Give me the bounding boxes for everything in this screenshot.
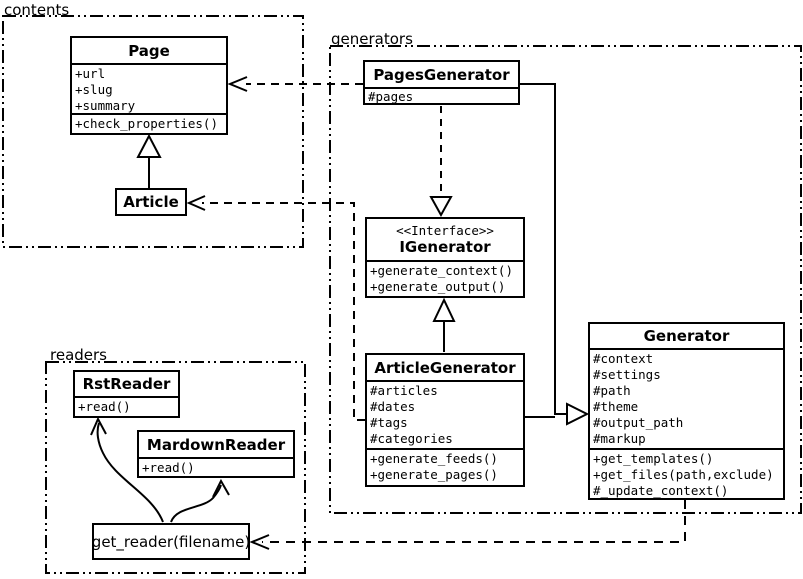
dependency-articlegenerator-article	[186, 195, 365, 421]
class-mardownreader: MardownReader +read()	[137, 430, 295, 478]
attribute-row: #theme	[593, 399, 639, 414]
attributes-compartment: #articles#dates#tags#categories	[367, 380, 523, 448]
function-box-get-reader: get_reader(filename)	[92, 523, 250, 560]
class-title: ArticleGenerator	[374, 358, 516, 377]
class-header: <<Interface>> IGenerator	[367, 219, 523, 260]
class-pagesgenerator: PagesGenerator #pages	[363, 60, 520, 105]
method-row: +read()	[78, 399, 131, 414]
class-title: RstReader	[82, 375, 171, 393]
package-generators-label: generators	[331, 30, 413, 48]
attribute-row: #articles	[370, 383, 438, 398]
package-contents-label: contents	[4, 1, 70, 19]
method-row: +check_properties()	[75, 116, 218, 131]
association-getreader-rstreader	[90, 416, 164, 523]
class-rstreader: RstReader +read()	[73, 370, 180, 418]
class-igenerator: <<Interface>> IGenerator +generate_conte…	[365, 217, 525, 298]
attribute-row: #tags	[370, 415, 408, 430]
attribute-row: +url	[75, 66, 106, 81]
class-article: Article	[115, 188, 187, 216]
class-title: MardownReader	[146, 435, 286, 454]
attribute-row: #context	[593, 351, 654, 366]
methods-compartment: +check_properties()	[72, 113, 226, 133]
class-title: Generator	[643, 327, 730, 345]
attributes-compartment: #pages	[365, 87, 518, 103]
package-contents-border	[2, 15, 304, 248]
attribute-row: +summary	[75, 98, 136, 113]
method-row: +get_files(path,exclude)	[593, 466, 774, 482]
methods-compartment: +generate_feeds()+generate_pages()	[367, 448, 523, 485]
dependency-pagesgenerator-page	[227, 76, 363, 92]
package-generators-border	[329, 45, 802, 514]
methods-compartment: +generate_context()+generate_output()	[367, 260, 523, 296]
class-title: IGenerator	[399, 237, 491, 256]
inheritance-generators-generator	[520, 83, 590, 426]
methods-compartment: +read()	[139, 457, 293, 476]
package-readers-label: readers	[50, 346, 107, 364]
attributes-compartment: +url+slug+summary	[72, 63, 226, 113]
association-getreader-mardownreader	[170, 478, 230, 523]
class-articlegenerator: ArticleGenerator #articles#dates#tags#ca…	[365, 353, 525, 487]
method-row: +generate_feeds()	[370, 451, 498, 466]
dependency-generator-getreader	[249, 500, 686, 550]
method-row: +read()	[142, 460, 195, 475]
inheritance-articlegenerator-igenerator	[432, 297, 456, 352]
class-title: Page	[128, 41, 170, 60]
inheritance-article-page	[136, 133, 162, 188]
methods-compartment: +read()	[75, 396, 178, 416]
attribute-row: #path	[593, 383, 631, 398]
method-row: +generate_context()	[370, 263, 513, 278]
method-row: +generate_pages()	[370, 467, 498, 482]
method-row: #_update_context()	[593, 482, 729, 498]
attribute-row: #markup	[593, 431, 646, 446]
method-row: +generate_output()	[370, 279, 506, 294]
method-row: +get_templates()	[593, 450, 714, 466]
attribute-row: #output_path	[593, 415, 684, 430]
class-title: PagesGenerator	[373, 65, 510, 84]
attribute-row: #pages	[368, 89, 414, 104]
attribute-row: #settings	[593, 367, 661, 382]
class-generator: Generator #context#settings#path#theme#o…	[588, 322, 785, 500]
class-stereotype: <<Interface>>	[396, 222, 494, 238]
attribute-row: #dates	[370, 399, 416, 414]
attribute-row: #categories	[370, 431, 453, 446]
attribute-row: +slug	[75, 82, 113, 97]
class-title: Article	[123, 193, 179, 211]
attributes-compartment: #context#settings#path#theme#output_path…	[590, 348, 783, 448]
class-page: Page +url+slug+summary +check_properties…	[70, 36, 228, 135]
methods-compartment: +get_templates()+get_files(path,exclude)…	[590, 447, 783, 498]
realization-pagesgenerator-igenerator	[429, 106, 453, 218]
